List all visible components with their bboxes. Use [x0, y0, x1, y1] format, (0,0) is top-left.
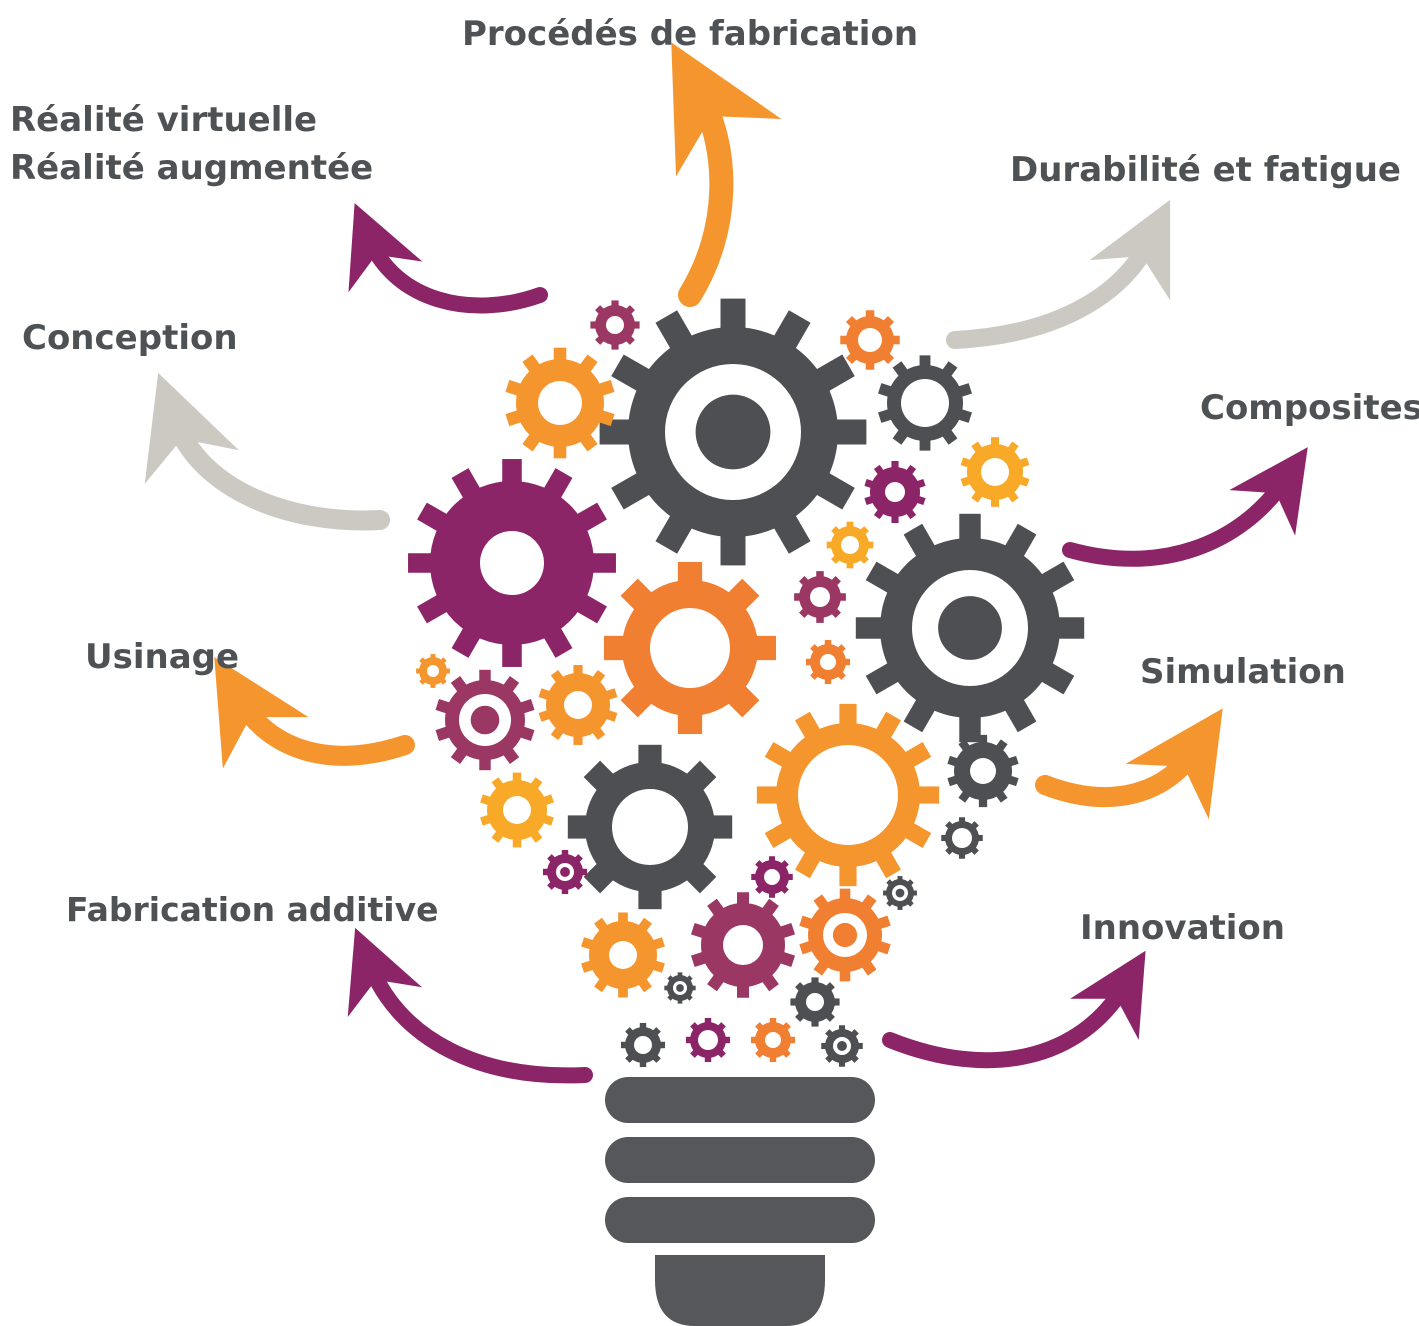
- bulb-tip: [655, 1255, 825, 1326]
- gear-icon: [408, 459, 616, 667]
- gear-icon: [799, 888, 891, 982]
- gear-icon: [480, 772, 554, 848]
- gear-icon: [505, 347, 615, 459]
- gear-icon: [864, 461, 926, 523]
- arrow-icon: [144, 372, 390, 531]
- gear-icon: [620, 1022, 666, 1068]
- gear-icon: [664, 972, 696, 1004]
- topic-composites: Composites: [1200, 388, 1419, 428]
- gear-icon: [826, 521, 874, 569]
- gear-icon: [756, 703, 940, 887]
- gear-icon: [603, 561, 777, 735]
- gear-icon: [821, 1025, 863, 1067]
- gear-icon: [947, 734, 1019, 808]
- topic-usinage: Usinage: [85, 637, 240, 677]
- topic-realite-virtuelle: Réalité virtuelle: [10, 100, 318, 140]
- topic-simulation: Simulation: [1140, 652, 1346, 692]
- bulb-ring-3: [605, 1197, 875, 1243]
- gear-icon: [690, 892, 796, 998]
- bulb-ring-2: [605, 1137, 875, 1183]
- bulb-ring-1: [605, 1077, 875, 1123]
- arrow-icon: [946, 199, 1171, 349]
- lightbulb-icon: [605, 1077, 875, 1326]
- gears-group: [408, 298, 1085, 1068]
- topic-fabrication-additive: Fabrication additive: [66, 890, 439, 929]
- gear-icon: [685, 1017, 731, 1063]
- gear-icon: [805, 639, 851, 685]
- gear-icon: [567, 744, 733, 910]
- arrow-icon: [347, 927, 593, 1084]
- gear-icon: [840, 310, 900, 370]
- topic-procedes: Procédés de fabrication: [462, 14, 919, 54]
- arrow-icon: [214, 657, 415, 769]
- gear-icon: [794, 571, 846, 623]
- topic-realite-augmentee: Réalité augmentée: [10, 148, 374, 188]
- arrow-icon: [1035, 708, 1223, 820]
- topic-conception: Conception: [22, 318, 238, 358]
- gear-icon: [878, 355, 972, 451]
- arrows-group: [144, 42, 1308, 1084]
- gear-icon: [599, 298, 867, 566]
- gear-icon: [960, 437, 1030, 507]
- gear-icon: [941, 817, 983, 859]
- gear-icon: [590, 300, 640, 350]
- gear-icon: [855, 513, 1085, 743]
- gear-icon: [883, 876, 917, 910]
- gear-icon: [542, 849, 588, 895]
- gear-icon: [790, 977, 840, 1027]
- gear-icon: [751, 856, 793, 898]
- arrow-icon: [348, 203, 548, 314]
- arrow-icon: [671, 42, 782, 307]
- gear-icon: [750, 1017, 796, 1063]
- topic-durabilite: Durabilité et fatigue: [1010, 150, 1401, 190]
- gear-icon: [581, 912, 665, 998]
- arrow-icon: [1062, 447, 1308, 567]
- arrow-icon: [882, 950, 1146, 1069]
- topic-innovation: Innovation: [1080, 908, 1285, 948]
- gear-icon: [538, 665, 618, 745]
- gear-icon: [435, 669, 535, 771]
- gear-icon: [416, 654, 450, 688]
